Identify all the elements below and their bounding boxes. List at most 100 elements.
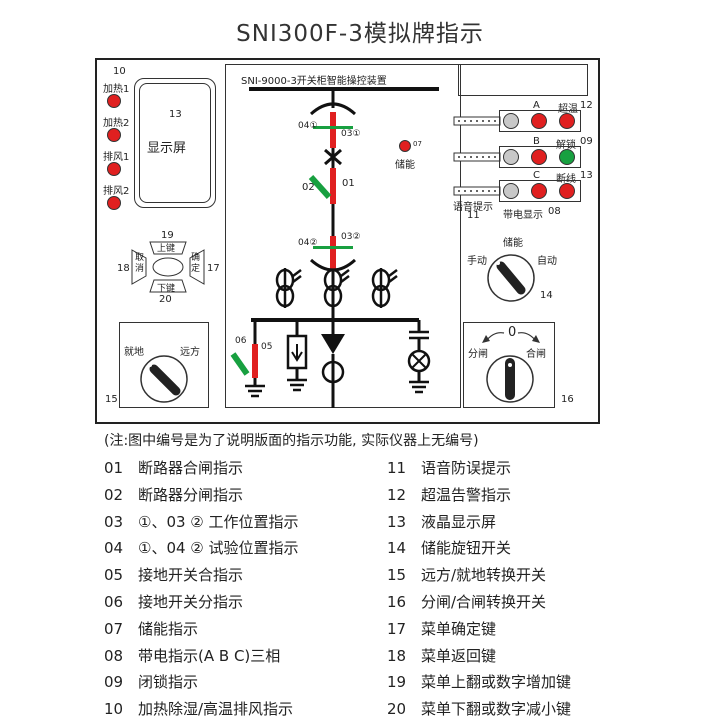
legend-text: 带电指示(A B C)三相 [138, 646, 281, 665]
heater2-led [107, 128, 121, 142]
remote-local-knob[interactable] [138, 353, 190, 405]
switch15-num: 15 [105, 394, 118, 405]
cancel-key-label: 取消 [135, 253, 145, 274]
keypad [131, 241, 205, 293]
legend-item: 18 菜单返回键 [387, 645, 496, 666]
led07-label: 储能 [395, 160, 415, 171]
voice-num: 11 [467, 210, 480, 221]
unlock-led [559, 149, 575, 165]
label-10: 10 [113, 66, 126, 77]
open-close-knob[interactable] [484, 353, 536, 405]
over-temp-led [559, 113, 575, 129]
legend-text: 菜单下翻或数字减小键 [421, 700, 572, 719]
breaker-open-bar [308, 174, 332, 200]
switch16-zero: 0 [508, 325, 517, 340]
close-label: 合闸 [526, 349, 546, 360]
legend-num: 08 [104, 646, 124, 665]
legend-text: 语音防误提示 [421, 459, 512, 477]
energy-storage-led [399, 140, 411, 152]
label-03-2: 03② [341, 232, 361, 242]
down-key[interactable] [149, 279, 187, 293]
key-num-20: 20 [159, 294, 172, 305]
legend-num: 16 [387, 593, 407, 611]
disconnect-led [559, 183, 575, 199]
single-line-diagram [230, 87, 439, 408]
legend-text: 菜单上翻或数字增加键 [421, 673, 572, 692]
center-oval [152, 257, 184, 277]
row2-label: 解锁 [556, 140, 576, 151]
switch16-arrows [482, 332, 540, 343]
switch16-num: 16 [561, 394, 574, 405]
row2-num: 09 [580, 136, 593, 147]
display-num: 13 [169, 109, 182, 120]
legend-num: 12 [387, 485, 407, 504]
legend-num: 17 [387, 619, 407, 638]
legend-num: 02 [104, 485, 124, 504]
cancel-key[interactable] [131, 249, 147, 285]
earth-closed-bar [252, 344, 258, 378]
position-indicator-1 [330, 112, 336, 148]
open-label: 分闸 [468, 349, 488, 360]
fan2-led [107, 196, 121, 210]
energy-storage-knob[interactable] [485, 252, 537, 304]
display-screen: 13 显示屏 [134, 78, 216, 208]
confirm-key-label: 确定 [191, 253, 201, 274]
confirm-key[interactable] [189, 249, 205, 285]
legend-item: 07 储能指示 [104, 618, 198, 639]
phase-c-live-led [503, 183, 519, 199]
legend-item: 13 液晶显示屏 [387, 511, 496, 532]
legend-text: 液晶显示屏 [421, 512, 497, 531]
key-num-17: 17 [207, 263, 220, 274]
phase-c-led [531, 183, 547, 199]
test-position-bar-2 [313, 246, 353, 249]
fan1-led [107, 162, 121, 176]
phase-a: A [533, 100, 540, 111]
heater1-label: 加热1 [103, 84, 130, 95]
key-num-18: 18 [117, 263, 130, 274]
legend-text: 闭锁指示 [138, 673, 199, 692]
phase-b: B [533, 136, 540, 147]
row2-connector [453, 152, 501, 162]
row1-label: 超温 [558, 104, 578, 115]
fan2-label: 排风2 [103, 186, 130, 197]
legend-num: 05 [104, 566, 124, 585]
down-key-label: 下键 [157, 284, 176, 294]
legend-num: 10 [104, 700, 124, 719]
legend-num: 07 [104, 619, 124, 638]
legend-text: 断路器合闸指示 [138, 459, 244, 477]
voice-label: 语音提示 [453, 202, 493, 213]
phase-a-live-led [503, 113, 519, 129]
legend-text: 远方/就地转换开关 [421, 566, 547, 585]
led07-num: 07 [413, 140, 422, 148]
row3-frame [499, 180, 581, 202]
legend-text: 储能旋钮开关 [421, 539, 512, 558]
fan1-label: 排风1 [103, 152, 130, 163]
top-right-blank-box [458, 64, 588, 96]
phase-c: C [533, 170, 540, 181]
label-02: 02 [302, 182, 315, 193]
page-title: SNI300F-3模拟牌指示 [236, 21, 484, 47]
legend-text: 超温告警指示 [421, 485, 512, 504]
legend-num: 11 [387, 459, 407, 477]
legend-num: 13 [387, 512, 407, 531]
row3-connector [453, 186, 501, 196]
legend-num: 18 [387, 646, 407, 665]
key-num-19: 19 [161, 230, 174, 241]
row3-label: 断线 [556, 174, 576, 185]
phase-b-led [531, 149, 547, 165]
legend-text: 接地开关分指示 [138, 593, 244, 611]
legend-text: 菜单返回键 [421, 646, 497, 665]
earth-open-bar [230, 352, 250, 376]
heater1-led [107, 94, 121, 108]
live-num: 08 [548, 206, 561, 217]
label-01: 01 [342, 178, 355, 189]
label-06: 06 [235, 336, 247, 346]
position-indicator-2 [330, 236, 336, 270]
legend-num: 20 [387, 700, 407, 719]
legend-text: 储能指示 [138, 619, 199, 638]
up-key[interactable] [149, 241, 187, 255]
